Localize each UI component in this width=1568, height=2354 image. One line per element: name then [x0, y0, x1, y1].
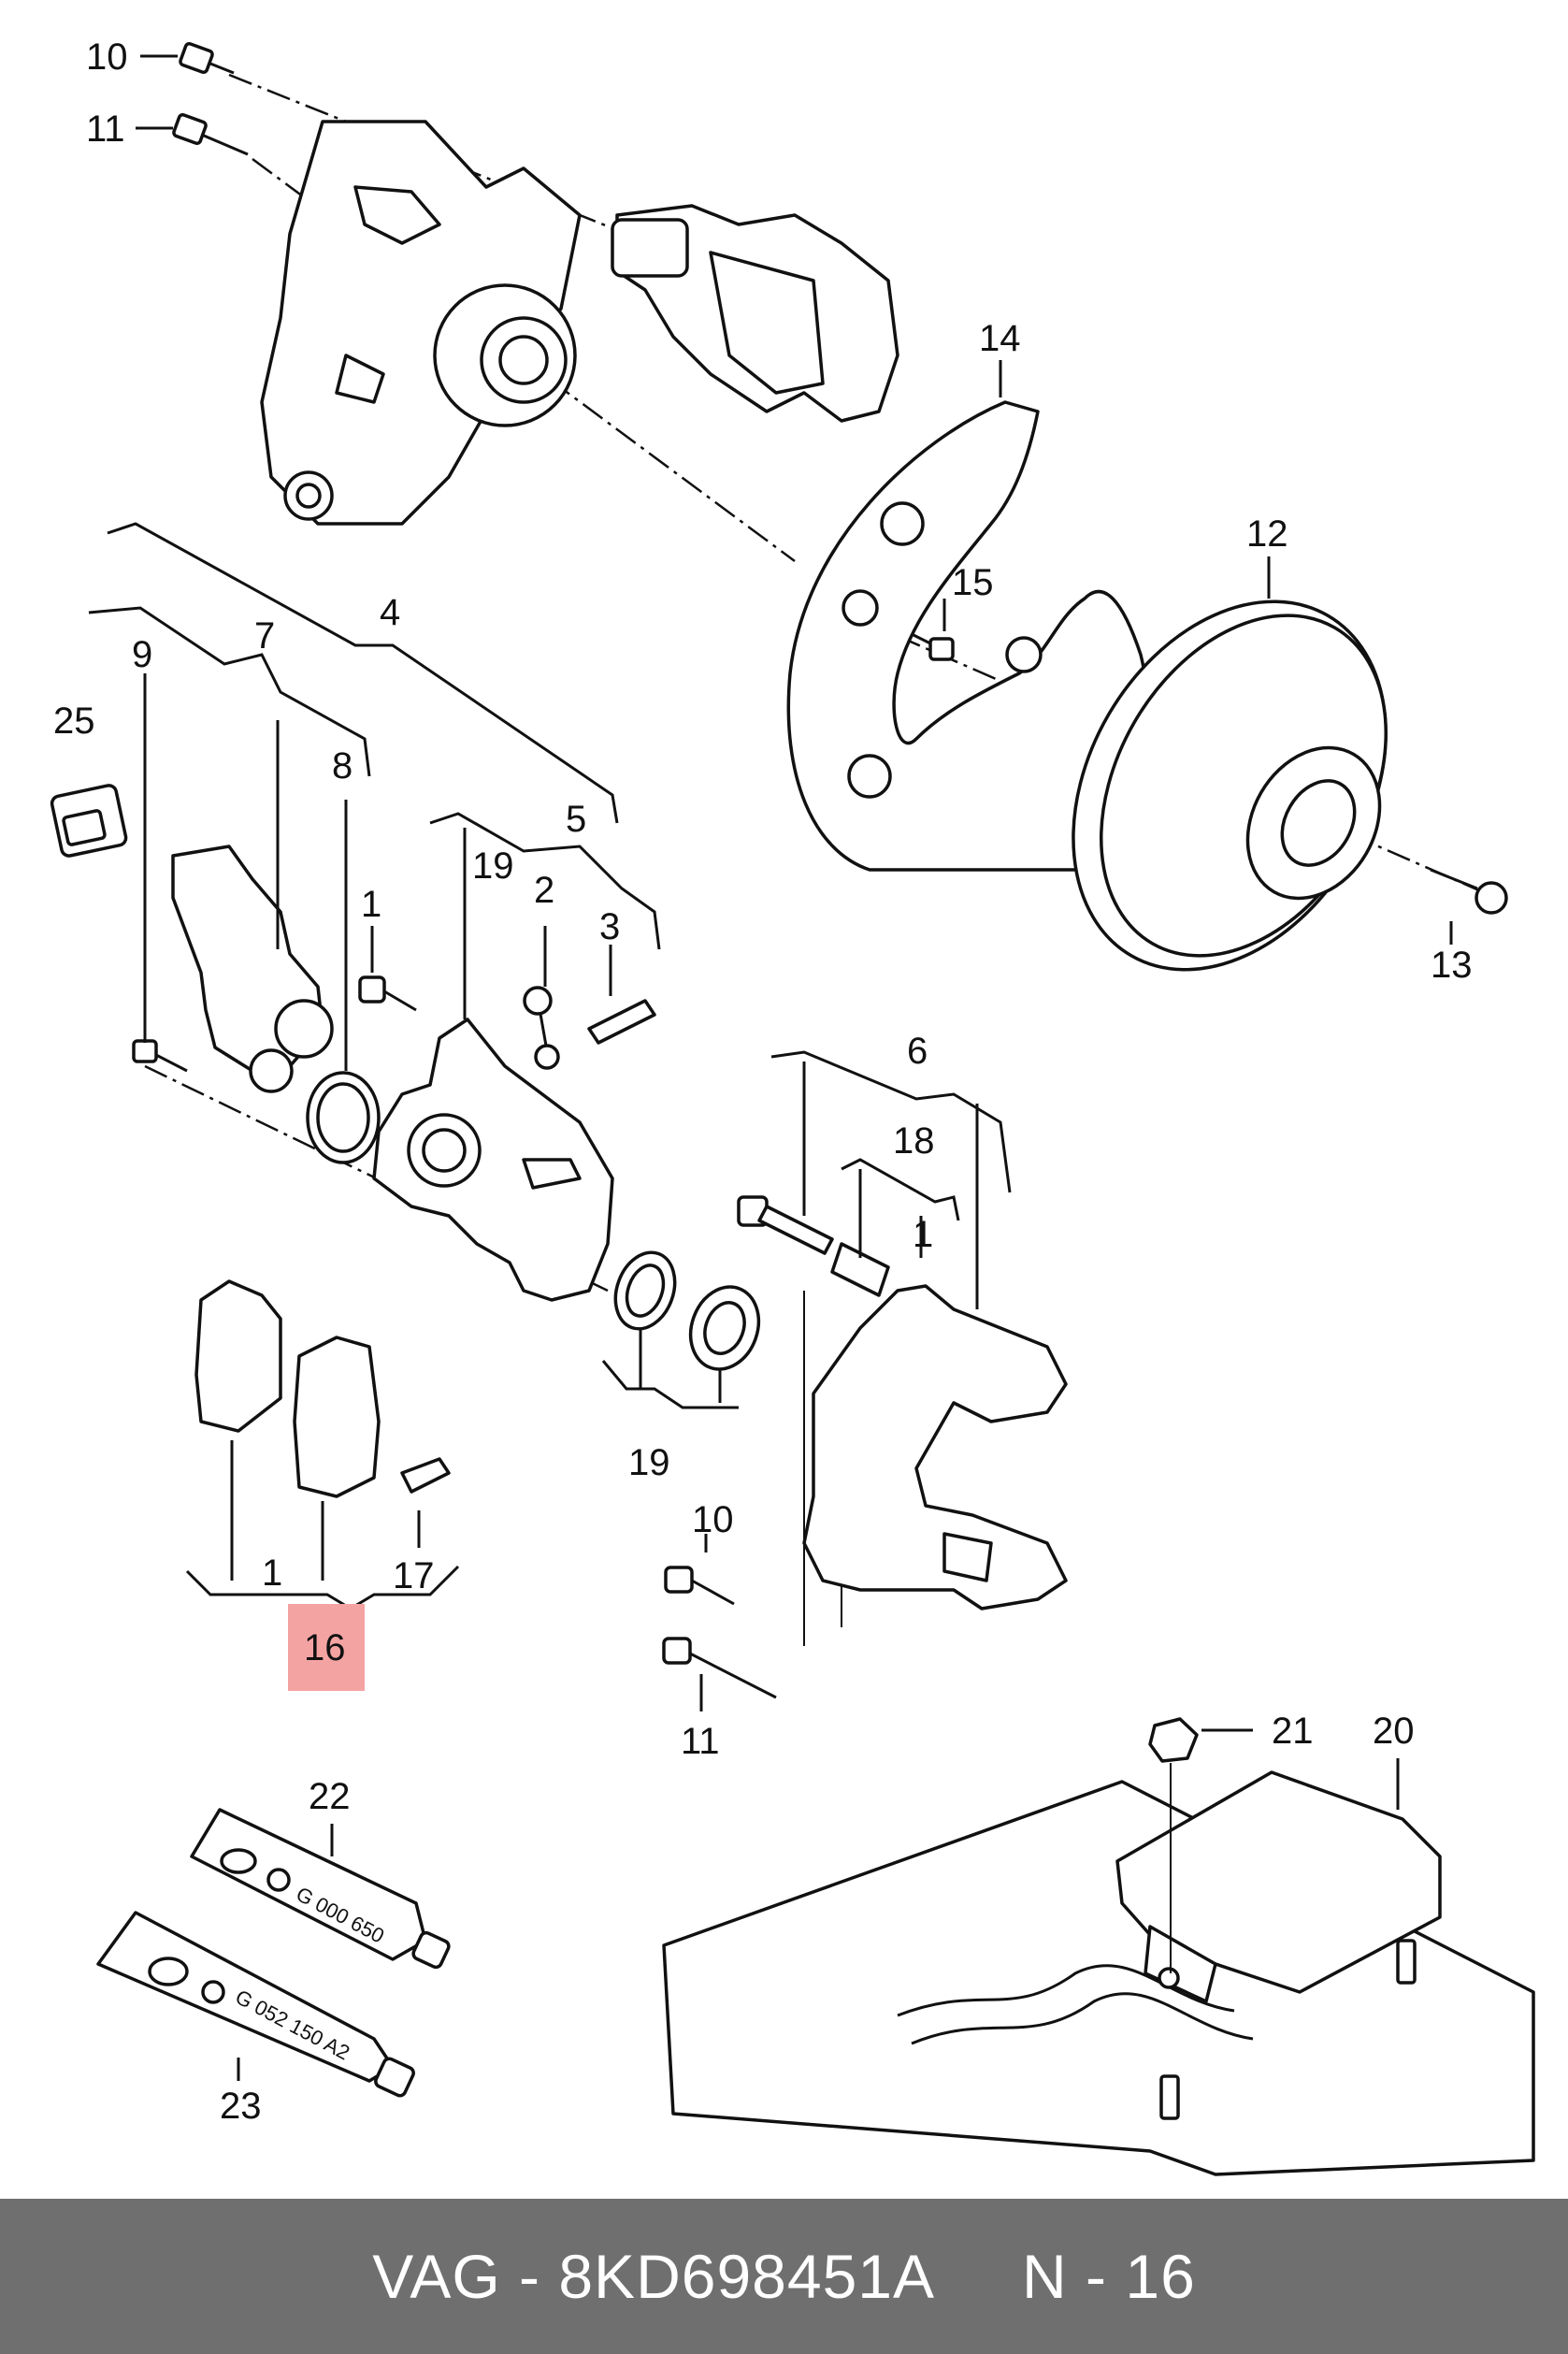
bleeder-cap-2 — [523, 986, 560, 1070]
nut-21 — [1148, 1717, 1199, 1973]
callout-17: 17 — [393, 1555, 435, 1596]
callout-20: 20 — [1373, 1711, 1415, 1752]
callout-9: 9 — [132, 634, 152, 675]
bolt-11-top — [172, 112, 249, 156]
part-number-footer: VAG - 8KD698451A N - 16 — [0, 2199, 1568, 2354]
seal-ring-19a — [613, 1250, 677, 1331]
grease-tube-22 — [190, 1808, 451, 1970]
parts-exploded-diagram: 10 11 14 12 15 4 7 9 25 8 5 19 1 2 3 13 … — [50, 36, 1535, 2176]
leader-lines — [88, 54, 1453, 2081]
callout-4: 4 — [380, 592, 400, 633]
splash-shield — [786, 400, 1150, 872]
bolt-10-bottom — [664, 1566, 735, 1606]
callout-12: 12 — [1246, 513, 1288, 555]
seal-ring-19b — [688, 1285, 761, 1371]
callout-10-top: 10 — [86, 36, 128, 78]
vehicle-floor-panel — [662, 1780, 1535, 2176]
callout-11-bottom: 11 — [681, 1721, 720, 1762]
callout-5: 5 — [566, 799, 586, 840]
parking-brake-motor — [171, 845, 334, 1093]
callout-1-guide: 1 — [913, 1214, 933, 1255]
callout-19-top: 19 — [472, 845, 514, 887]
o-ring-8 — [306, 1071, 381, 1164]
callout-13: 13 — [1431, 945, 1473, 986]
callout-22: 22 — [309, 1776, 351, 1817]
bleeder-valve-3 — [587, 999, 656, 1045]
wheel-bearing-housing — [260, 120, 582, 526]
parking-brake-actuator — [611, 204, 899, 423]
screw-15 — [911, 632, 955, 661]
callout-3: 3 — [599, 906, 620, 947]
pad-clip-17 — [400, 1457, 451, 1494]
brake-caliper-5 — [372, 1018, 614, 1302]
sensor-connector-25 — [50, 784, 128, 858]
bolt-11-bottom — [662, 1637, 777, 1699]
callout-1-pads: 1 — [262, 1552, 282, 1594]
callout-labels: 10 11 14 12 15 4 7 9 25 8 5 19 1 2 3 13 … — [53, 36, 1473, 2127]
callout-21: 21 — [1272, 1711, 1314, 1752]
callout-19-bottom: 19 — [628, 1442, 670, 1483]
bolt-10-top — [179, 41, 235, 75]
callout-7: 7 — [254, 615, 275, 657]
callout-2: 2 — [534, 870, 554, 911]
callout-8: 8 — [332, 745, 352, 787]
control-unit-20 — [1115, 1770, 1442, 2003]
callout-25: 25 — [53, 700, 95, 742]
footer-part-text: VAG - 8KD698451A N - 16 — [372, 2242, 1196, 2311]
bolt-1-caliper — [358, 975, 417, 1012]
callout-6: 6 — [907, 1031, 928, 1072]
callout-1-caliper: 1 — [361, 884, 381, 925]
callout-14: 14 — [979, 318, 1021, 359]
brake-disc — [1072, 599, 1388, 972]
highlight-box-16 — [288, 1604, 365, 1691]
stud-bolt-lower — [1159, 2074, 1180, 2120]
stud-bolt-right — [1396, 1939, 1417, 1985]
callout-23: 23 — [220, 2086, 262, 2127]
guide-bolt-6 — [737, 1195, 834, 1255]
brake-pad-left — [194, 1279, 282, 1433]
spring-18 — [830, 1242, 890, 1297]
screw-13 — [1430, 868, 1508, 915]
callout-16: 16 — [304, 1627, 346, 1668]
screw-9 — [132, 1039, 188, 1073]
callout-18: 18 — [893, 1120, 935, 1162]
callout-15: 15 — [952, 562, 994, 603]
brake-pad-right — [293, 1336, 381, 1498]
brake-carrier — [802, 1284, 1068, 1610]
callout-11-top: 11 — [86, 108, 125, 150]
callout-10-bottom: 10 — [692, 1499, 734, 1540]
grease-tube-23 — [96, 1911, 415, 2098]
